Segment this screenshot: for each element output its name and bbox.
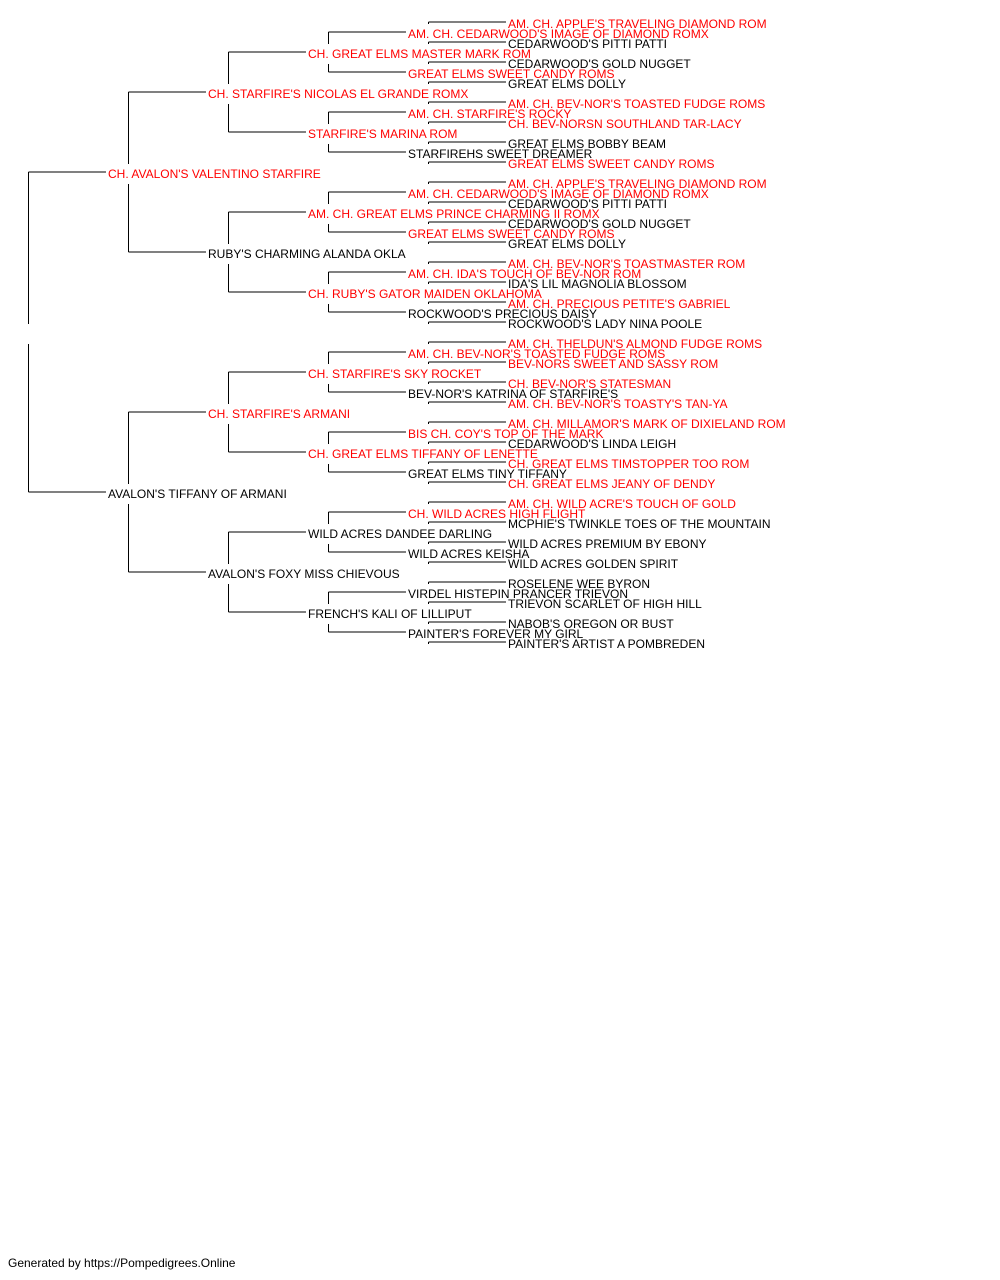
ancestor-name-gen1: CH. AVALON'S VALENTINO STARFIRE xyxy=(108,167,321,181)
ancestor-name-gen3: CH. GREAT ELMS TIFFANY OF LENETTE xyxy=(308,447,538,461)
ancestor-name-gen4: AM. CH. STARFIRE'S ROCKY xyxy=(408,107,571,121)
ancestor-name-gen2: RUBY'S CHARMING ALANDA OKLA xyxy=(208,247,406,261)
ancestor-name-gen4: AM. CH. CEDARWOOD'S IMAGE OF DIAMOND ROM… xyxy=(408,187,709,201)
ancestor-name-gen5: AM. CH. APPLE'S TRAVELING DIAMOND ROM xyxy=(508,177,767,191)
generated-by-footer: Generated by https://Pompedigrees.Online xyxy=(8,1256,236,1270)
ancestor-name-gen4: AM. CH. BEV-NOR'S TOASTED FUDGE ROMS xyxy=(408,347,665,361)
ancestor-name-gen5: AM. CH. BEV-NOR'S TOASTMASTER ROM xyxy=(508,257,745,271)
ancestor-name-gen5: AM. CH. WILD ACRE'S TOUCH OF GOLD xyxy=(508,497,736,511)
ancestor-name-gen5: ROCKWOOD'S LADY NINA POOLE xyxy=(508,317,702,331)
ancestor-name-gen5: TRIEVON SCARLET OF HIGH HILL xyxy=(508,597,702,611)
ancestor-name-gen5: AM. CH. MILLAMOR'S MARK OF DIXIELAND ROM xyxy=(508,417,786,431)
ancestor-name-gen3: WILD ACRES DANDEE DARLING xyxy=(308,527,492,541)
ancestor-name-gen5: CEDARWOOD'S PITTI PATTI xyxy=(508,197,667,211)
ancestor-name-gen5: GREAT ELMS BOBBY BEAM xyxy=(508,137,666,151)
ancestor-name-gen3: CH. GREAT ELMS MASTER MARK ROM xyxy=(308,47,531,61)
ancestor-name-gen5: WILD ACRES GOLDEN SPIRIT xyxy=(508,557,679,571)
ancestor-name-gen2: CH. STARFIRE'S ARMANI xyxy=(208,407,350,421)
ancestor-name-gen4: VIRDEL HISTEPIN PRANCER TRIEVON xyxy=(408,587,628,601)
ancestor-name-gen2: AVALON'S FOXY MISS CHIEVOUS xyxy=(208,567,400,581)
ancestor-name-gen5: AM. CH. THELDUN'S ALMOND FUDGE ROMS xyxy=(508,337,762,351)
ancestor-name-gen4: GREAT ELMS SWEET CANDY ROMS xyxy=(408,227,614,241)
ancestor-name-gen5: AM. CH. BEV-NOR'S TOASTED FUDGE ROMS xyxy=(508,97,765,111)
ancestor-name-gen2: CH. STARFIRE'S NICOLAS EL GRANDE ROMX xyxy=(208,87,468,101)
ancestor-name-gen5: GREAT ELMS DOLLY xyxy=(508,237,626,251)
ancestor-name-gen4: AM. CH. IDA'S TOUCH OF BEV-NOR ROM xyxy=(408,267,641,281)
ancestor-name-gen3: CH. RUBY'S GATOR MAIDEN OKLAHOMA xyxy=(308,287,542,301)
ancestor-name-gen1: AVALON'S TIFFANY OF ARMANI xyxy=(108,487,287,501)
ancestor-name-gen5: MCPHIE'S TWINKLE TOES OF THE MOUNTAIN xyxy=(508,517,771,531)
pedigree-names: CH. AVALON'S VALENTINO STARFIRE AVALON'S … xyxy=(108,17,786,651)
ancestor-name-gen5: CH. BEV-NORSN SOUTHLAND TAR-LACY xyxy=(508,117,742,131)
ancestor-name-gen5: CEDARWOOD'S GOLD NUGGET xyxy=(508,57,691,71)
ancestor-name-gen5: CEDARWOOD'S GOLD NUGGET xyxy=(508,217,691,231)
ancestor-name-gen4: PAINTER'S FOREVER MY GIRL xyxy=(408,627,584,641)
pedigree-connector-lines xyxy=(28,21,506,644)
ancestor-name-gen4: GREAT ELMS SWEET CANDY ROMS xyxy=(408,67,614,81)
ancestor-name-gen5: CH. GREAT ELMS TIMSTOPPER TOO ROM xyxy=(508,457,749,471)
ancestor-name-gen3: STARFIRE'S MARINA ROM xyxy=(308,127,457,141)
ancestor-name-gen5: WILD ACRES PREMIUM BY EBONY xyxy=(508,537,707,551)
ancestor-name-gen4: GREAT ELMS TINY TIFFANY xyxy=(408,467,567,481)
ancestor-name-gen4: CH. WILD ACRES HIGH FLIGHT xyxy=(408,507,586,521)
ancestor-name-gen5: PAINTER'S ARTIST A POMBREDEN xyxy=(508,637,705,651)
ancestor-name-gen4: BEV-NOR'S KATRINA OF STARFIRE'S xyxy=(408,387,618,401)
ancestor-name-gen5: AM. CH. APPLE'S TRAVELING DIAMOND ROM xyxy=(508,17,767,31)
ancestor-name-gen5: BEV-NORS SWEET AND SASSY ROM xyxy=(508,357,718,371)
ancestor-name-gen5: CH. BEV-NOR'S STATESMAN xyxy=(508,377,671,391)
ancestor-name-gen3: CH. STARFIRE'S SKY ROCKET xyxy=(308,367,482,381)
ancestor-name-gen4: AM. CH. CEDARWOOD'S IMAGE OF DIAMOND ROM… xyxy=(408,27,709,41)
ancestor-name-gen5: ROSELENE WEE BYRON xyxy=(508,577,650,591)
ancestor-name-gen5: AM. CH. PRECIOUS PETITE'S GABRIEL xyxy=(508,297,731,311)
ancestor-name-gen5: AM. CH. BEV-NOR'S TOASTY'S TAN-YA xyxy=(508,397,728,411)
ancestor-name-gen3: AM. CH. GREAT ELMS PRINCE CHARMING II RO… xyxy=(308,207,600,221)
ancestor-name-gen5: GREAT ELMS DOLLY xyxy=(508,77,626,91)
ancestor-name-gen4: ROCKWOOD'S PRECIOUS DAISY xyxy=(408,307,597,321)
ancestor-name-gen5: CEDARWOOD'S LINDA LEIGH xyxy=(508,437,676,451)
ancestor-name-gen5: CEDARWOOD'S PITTI PATTI xyxy=(508,37,667,51)
ancestor-name-gen4: STARFIREHS SWEET DREAMER xyxy=(408,147,593,161)
ancestor-name-gen5: GREAT ELMS SWEET CANDY ROMS xyxy=(508,157,714,171)
ancestor-name-gen5: NABOB'S OREGON OR BUST xyxy=(508,617,674,631)
ancestor-name-gen4: WILD ACRES KEISHA xyxy=(408,547,529,561)
ancestor-name-gen3: FRENCH'S KALI OF LILLIPUT xyxy=(308,607,472,621)
ancestor-name-gen4: BIS CH. COY'S TOP OF THE MARK xyxy=(408,427,603,441)
ancestor-name-gen5: IDA'S LIL MAGNOLIA BLOSSOM xyxy=(508,277,687,291)
ancestor-name-gen5: CH. GREAT ELMS JEANY OF DENDY xyxy=(508,477,715,491)
